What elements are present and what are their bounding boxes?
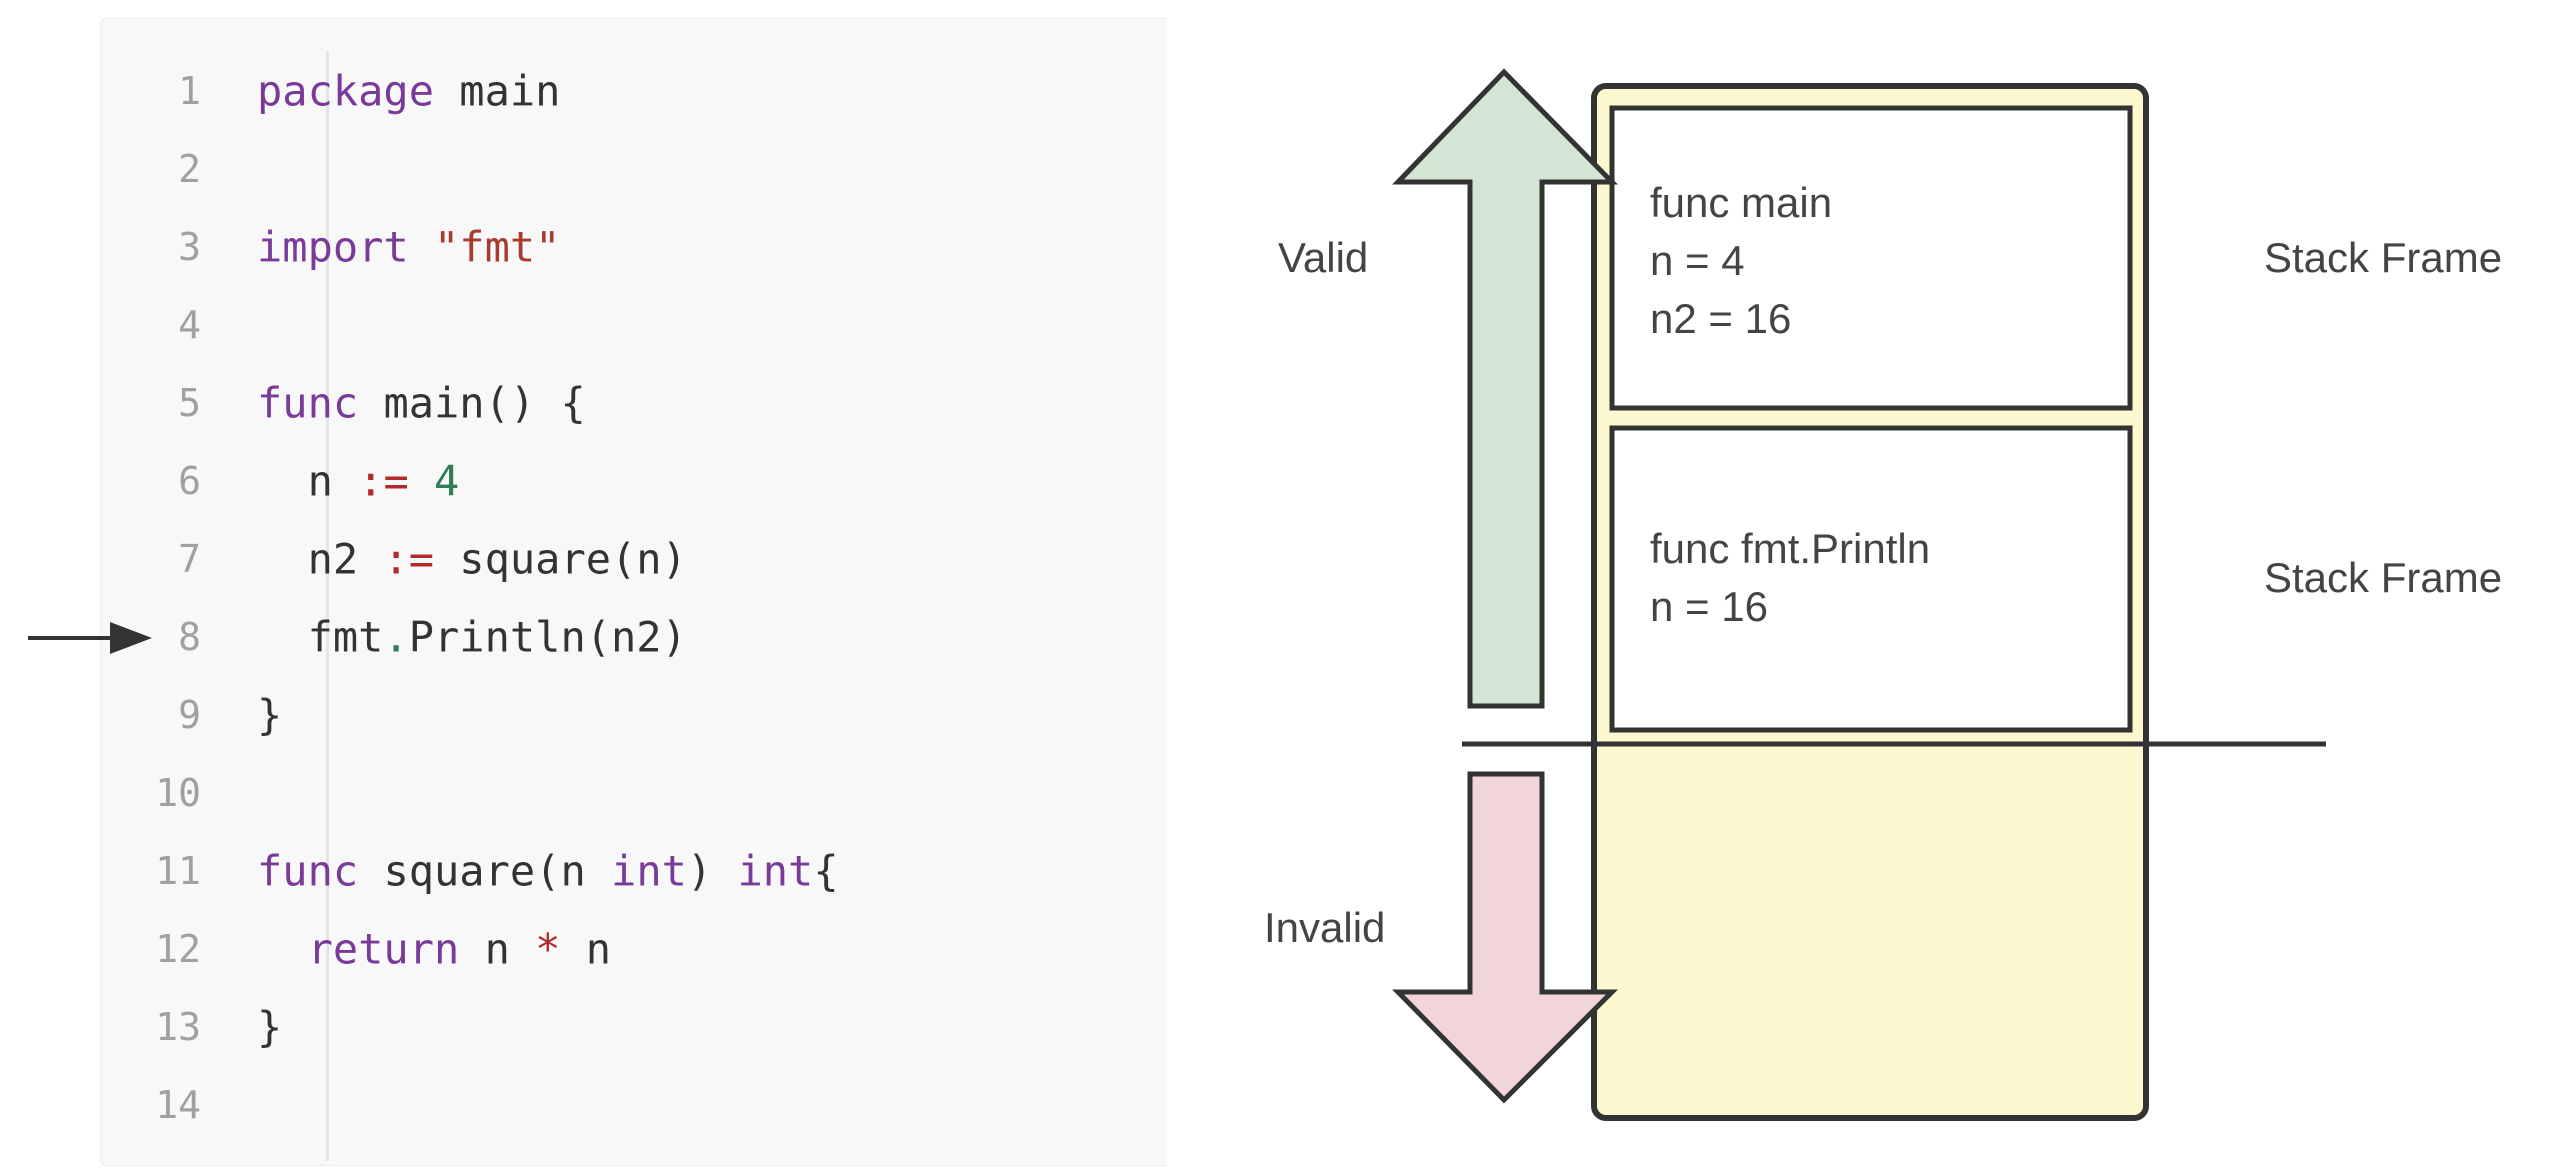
line-number: 10 (155, 771, 201, 815)
line-code: package main (257, 67, 560, 116)
code-token: main() { (358, 378, 586, 428)
code-line: 2 (101, 130, 1167, 208)
line-number: 6 (178, 459, 201, 503)
code-line: 6 n := 4 (101, 442, 1167, 520)
code-token: := (358, 456, 409, 506)
code-line: 4 (101, 286, 1167, 364)
code-token: } (257, 690, 283, 740)
code-panel: 1 package main 2 3 import "fmt" 4 5 func main()… (100, 18, 1167, 1166)
line-code: } (257, 691, 282, 740)
invalid-down-arrow-icon (1392, 771, 1619, 1104)
line-number: 2 (178, 147, 201, 191)
code-token: Println(n2) (408, 612, 687, 662)
code-token: n (560, 924, 612, 974)
code-line: 3 import "fmt" (101, 208, 1167, 286)
line-number: 14 (155, 1083, 201, 1127)
code-token: func (257, 378, 359, 428)
code-token: fmt (257, 612, 384, 662)
code-token: 4 (434, 456, 460, 506)
frame-println-text: func fmt.Println n = 16 (1650, 525, 1931, 630)
code-token: package (257, 66, 435, 116)
valid-up-arrow-icon (1392, 68, 1618, 709)
line-number: 11 (155, 849, 201, 893)
code-token: int (737, 846, 814, 896)
stack-frame-label-println: Stack Frame (2264, 554, 2503, 601)
line-number: 4 (178, 303, 201, 347)
code-token: int (611, 846, 687, 896)
code-line: 9} (101, 676, 1167, 754)
line-number: 9 (178, 693, 201, 737)
line-number: 3 (178, 225, 201, 269)
line-code: return n * n (257, 925, 611, 974)
line-code: import "fmt" (257, 223, 560, 272)
stack-frame-main (1609, 105, 2133, 411)
line-code: fmt.Println(n2) (257, 613, 687, 662)
code-token: "fmt" (434, 222, 561, 272)
code-line: 13} (101, 988, 1167, 1066)
code-line: 7 n2 := square(n) (101, 520, 1167, 598)
line-number: 12 (155, 927, 201, 971)
line-number: 13 (155, 1005, 201, 1049)
code-token: * (535, 924, 561, 974)
code-token: } (257, 1002, 283, 1052)
code-token: import (257, 222, 409, 272)
line-code: func main() { (257, 379, 586, 428)
line-code: } (257, 1003, 282, 1052)
code-line: 10 (101, 754, 1167, 832)
line-number: 1 (178, 69, 201, 113)
frame-main-text: func main n = 4 n2 = 16 (1650, 179, 1833, 342)
stack-frame-label-main: Stack Frame (2264, 234, 2503, 281)
code-token: := (383, 534, 435, 584)
gutter-divider (326, 51, 329, 1161)
code-line: 14 (101, 1066, 1167, 1144)
line-number: 5 (178, 381, 201, 425)
code-line: 5 func main() { (101, 364, 1167, 442)
line-number: 7 (178, 537, 201, 581)
code-token: return (307, 924, 460, 974)
code-line: 8 fmt.Println(n2) (101, 598, 1167, 676)
code-line: 1 package main (101, 52, 1167, 130)
stack-frame-println (1609, 425, 2133, 733)
valid-label: Valid (1278, 234, 1369, 281)
code-token: . (383, 612, 409, 662)
code-token: n (459, 924, 536, 974)
code-token: n (257, 456, 359, 506)
code-token: square(n) (434, 534, 687, 584)
code-token: n2 (257, 534, 384, 584)
code-token: ) (686, 846, 738, 896)
code-token: func (257, 846, 359, 896)
line-code: n2 := square(n) (257, 535, 687, 584)
current-line-arrow-icon (28, 622, 152, 654)
code-token: main (434, 66, 561, 116)
invalid-label: Invalid (1264, 904, 1386, 951)
line-code: func square(n int) int{ (257, 847, 839, 896)
code-line: 12 return n * n (101, 910, 1167, 988)
code-token: square(n (358, 846, 612, 896)
code-token: { (813, 846, 839, 896)
line-code: n := 4 (257, 456, 460, 506)
line-number: 8 (178, 615, 201, 659)
